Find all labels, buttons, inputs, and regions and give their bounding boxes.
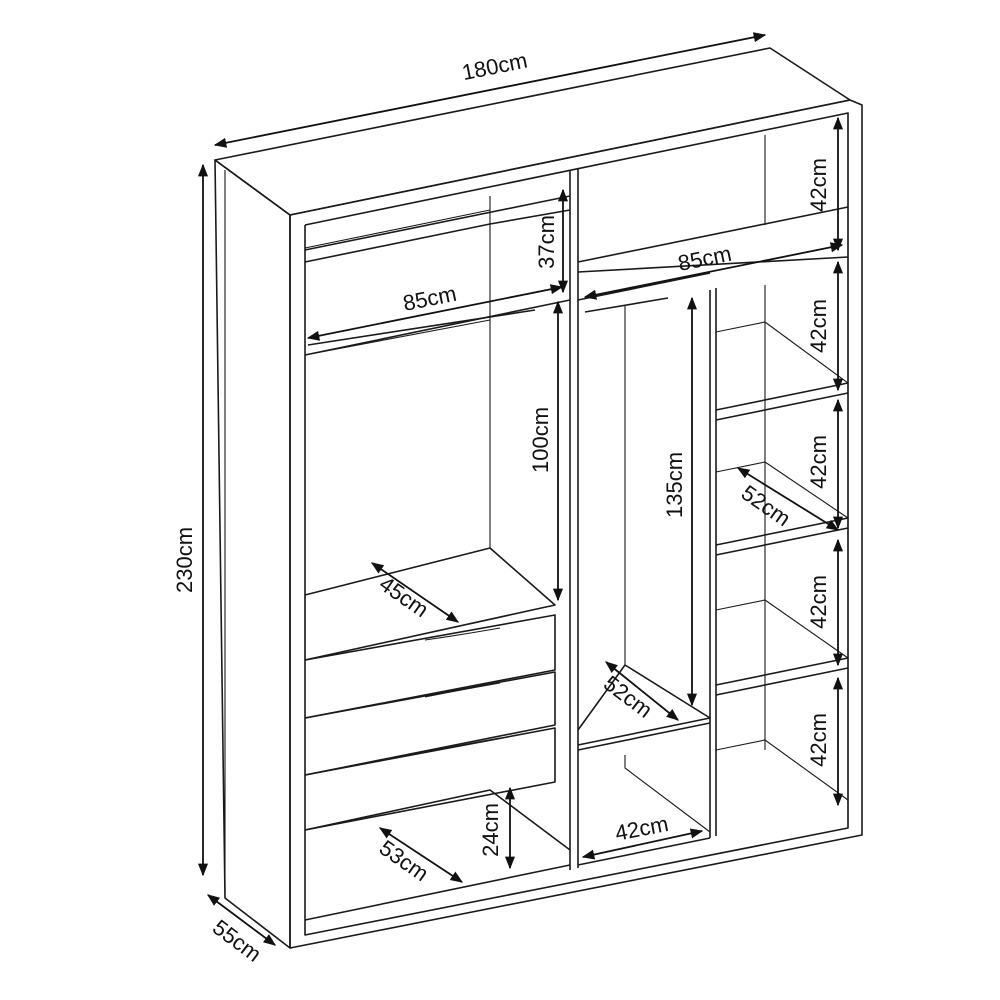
- right-shelf-4-label: 42cm: [806, 575, 831, 629]
- right-shelf-3-label: 42cm: [806, 435, 831, 489]
- right-shelf-depth-label: 52cm: [737, 480, 795, 531]
- bottom-left-height-label: 24cm: [478, 803, 503, 857]
- total-width-label: 180cm: [460, 48, 530, 86]
- middle-compartment: [577, 272, 717, 866]
- right-shelf-2-label: 42cm: [806, 299, 831, 353]
- left-hanging-height-label: 100cm: [528, 407, 553, 473]
- middle-hanging-height-label: 135cm: [662, 452, 687, 518]
- left-top-height-label: 37cm: [534, 215, 559, 269]
- dimension-lines: [197, 32, 844, 946]
- middle-shelf-depth-label: 52cm: [599, 670, 657, 722]
- left-top-width-label: 85cm: [401, 281, 459, 316]
- right-shelf-1-label: 42cm: [806, 158, 831, 212]
- left-shelf-depth-label: 45cm: [375, 571, 433, 622]
- left-compartment: [304, 168, 579, 921]
- bottom-left-depth-label: 53cm: [375, 835, 433, 886]
- dimension-labels: 180cm 230cm 55cm 42cm 42cm 42cm 42cm 42c…: [172, 48, 831, 967]
- right-top-width-label: 85cm: [676, 241, 734, 276]
- total-height-label: 230cm: [172, 527, 197, 593]
- right-shelf-5-label: 42cm: [806, 713, 831, 767]
